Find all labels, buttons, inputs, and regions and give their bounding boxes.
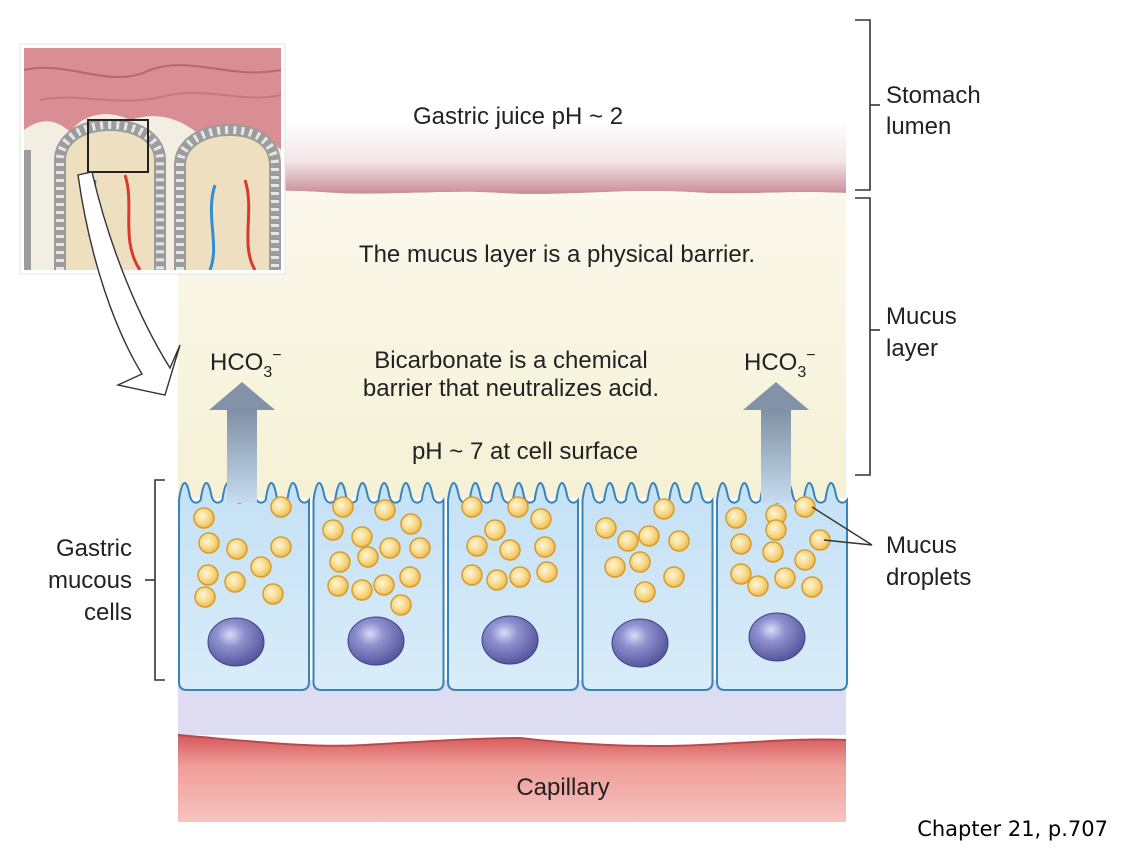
mucus-droplet	[507, 496, 529, 518]
stomach-lumen-label-line2: lumen	[886, 113, 951, 140]
mucus-droplet	[794, 549, 816, 571]
cell-nucleus	[481, 615, 539, 665]
gastric-cells-label-line2: mucous	[48, 567, 132, 594]
mucus-droplet	[604, 556, 626, 578]
stomach-lumen-label-line1: Stomach	[886, 82, 981, 109]
mucus-droplet	[400, 513, 422, 535]
mucus-droplet	[329, 551, 351, 573]
mucus-droplet	[486, 569, 508, 591]
mucus-droplet	[374, 499, 396, 521]
bicarbonate-label-line2: barrier that neutralizes acid.	[363, 375, 659, 402]
mucus-droplet	[270, 536, 292, 558]
capillary-wall-line	[177, 734, 847, 748]
mucus-droplet	[725, 507, 747, 529]
cell-nucleus	[611, 618, 669, 668]
mucus-droplet	[461, 564, 483, 586]
gastric-mucous-cells	[178, 482, 848, 691]
mucus-droplet	[373, 574, 395, 596]
mucus-droplet	[409, 537, 431, 559]
gastric-juice-label: Gastric juice pH ~ 2	[413, 103, 623, 130]
mucus-droplet	[466, 535, 488, 557]
mucus-droplet	[224, 571, 246, 593]
inset-selection-box	[87, 119, 149, 173]
mucus-droplet	[351, 579, 373, 601]
mucus-droplet	[730, 533, 752, 555]
mucus-droplets-label-line1: Mucus	[886, 532, 957, 559]
mucus-droplet	[270, 496, 292, 518]
mucus-droplet	[197, 564, 219, 586]
tissue-inset	[19, 43, 286, 275]
mucus-droplet	[629, 551, 651, 573]
mucus-droplet	[794, 496, 816, 518]
mucus-droplet	[351, 526, 373, 548]
mucus-droplet	[530, 508, 552, 530]
mucus-droplet	[668, 530, 690, 552]
mucus-droplet	[509, 566, 531, 588]
mucus-droplet	[198, 532, 220, 554]
mucus-layer-bracket	[855, 197, 880, 476]
mucus-droplet	[484, 519, 506, 541]
mucus-layer-label-line2: layer	[886, 335, 938, 362]
mucus-droplet	[194, 586, 216, 608]
stomach-lumen-bracket	[855, 19, 880, 191]
cell-nucleus	[748, 612, 806, 662]
mucus-droplet	[322, 519, 344, 541]
stomach-lumen-region	[178, 120, 846, 195]
hco3-left-label: HCO3−	[210, 347, 282, 381]
mucus-droplet	[536, 561, 558, 583]
mucus-droplet	[390, 594, 412, 616]
mucus-droplet	[638, 525, 660, 547]
mucus-droplet	[534, 536, 556, 558]
bicarbonate-label-line1: Bicarbonate is a chemical	[374, 347, 647, 374]
mucus-layer-region	[178, 190, 846, 498]
capillary-label: Capillary	[516, 774, 609, 801]
mucus-droplet	[617, 530, 639, 552]
mucus-droplet	[262, 583, 284, 605]
mucus-droplet	[193, 507, 215, 529]
mucus-droplet	[332, 496, 354, 518]
zoom-arrow	[77, 171, 181, 396]
mucus-droplet	[226, 538, 248, 560]
mucus-layer-label-line1: Mucus	[886, 303, 957, 330]
mucus-droplet	[250, 556, 272, 578]
chapter-citation: Chapter 21, p.707	[917, 817, 1108, 841]
cell-nucleus	[347, 616, 405, 666]
mucus-droplet	[765, 519, 787, 541]
mucus-droplet	[379, 537, 401, 559]
mucus-droplet	[774, 567, 796, 589]
mucus-droplet	[634, 581, 656, 603]
cell-nucleus	[207, 617, 265, 667]
gastric-mucous-cell	[447, 482, 579, 691]
mucus-droplet	[663, 566, 685, 588]
mucus-droplet	[595, 517, 617, 539]
mucus-droplet	[461, 496, 483, 518]
mucus-droplet	[327, 575, 349, 597]
mucus-barrier-label: The mucus layer is a physical barrier.	[359, 241, 755, 268]
mucus-droplet	[653, 498, 675, 520]
ph-surface-label: pH ~ 7 at cell surface	[412, 438, 638, 465]
bicarbonate-arrow-left	[209, 382, 275, 503]
capillary-region	[178, 735, 846, 822]
mucus-droplets-label-line2: droplets	[886, 564, 971, 591]
gastric-cells-label-line3: cells	[84, 599, 132, 626]
mucus-droplet	[499, 539, 521, 561]
hco3-right-label: HCO3−	[744, 347, 816, 381]
mucus-droplet	[747, 575, 769, 597]
mucus-droplet	[762, 541, 784, 563]
mucus-droplet	[357, 546, 379, 568]
mucus-droplet	[730, 563, 752, 585]
gastric-cells-label-line1: Gastric	[56, 535, 132, 562]
mucus-droplet	[801, 576, 823, 598]
bicarbonate-arrow-right	[743, 382, 809, 503]
gastric-cells-bracket	[145, 479, 165, 681]
mucus-droplet	[399, 566, 421, 588]
mucus-droplets-leaders	[811, 506, 873, 546]
